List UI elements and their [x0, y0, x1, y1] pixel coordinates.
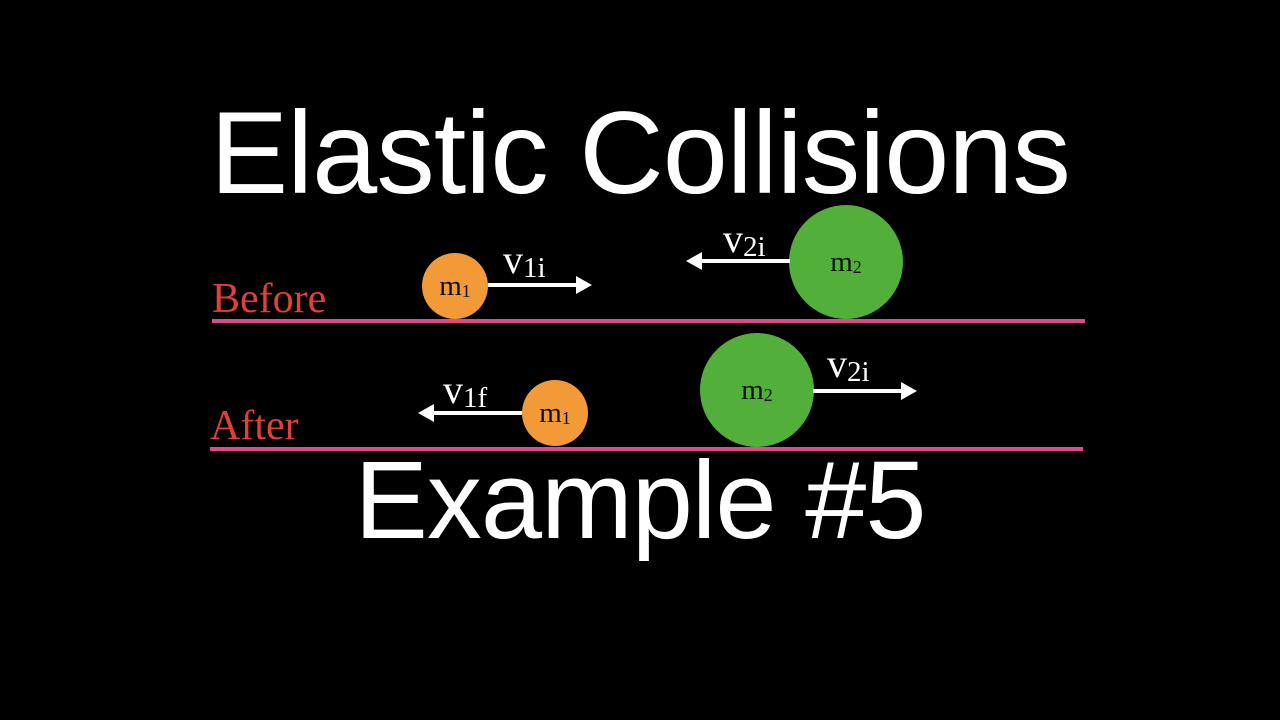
after-v2-label: v2i: [827, 341, 870, 388]
before-ground-line: [212, 319, 1085, 323]
mass-subscript: 2: [763, 385, 773, 406]
before-label: Before: [212, 276, 327, 322]
mass-symbol: m: [741, 373, 764, 406]
after-v2-arrow-icon: [813, 382, 917, 400]
mass-subscript: 1: [461, 281, 471, 302]
mass-symbol: m: [439, 269, 462, 302]
subtitle: Example #5: [354, 439, 927, 562]
before-v2-label: v2i: [723, 216, 766, 263]
title: Elastic Collisions: [210, 87, 1071, 218]
after-ground-line: [210, 447, 1083, 451]
mass-subscript: 1: [561, 408, 571, 429]
mass-subscript: 2: [852, 257, 862, 278]
before-v2-arrow-icon: [686, 252, 790, 270]
after-label: After: [210, 403, 299, 449]
mass-symbol: m: [539, 396, 562, 429]
before-v1-label: v1i: [503, 237, 546, 284]
after-v1-label: v1f: [443, 367, 488, 414]
mass-symbol: m: [830, 245, 853, 278]
before-v1-arrow-icon: [488, 276, 592, 294]
after-v1-arrow-icon: [418, 404, 522, 422]
